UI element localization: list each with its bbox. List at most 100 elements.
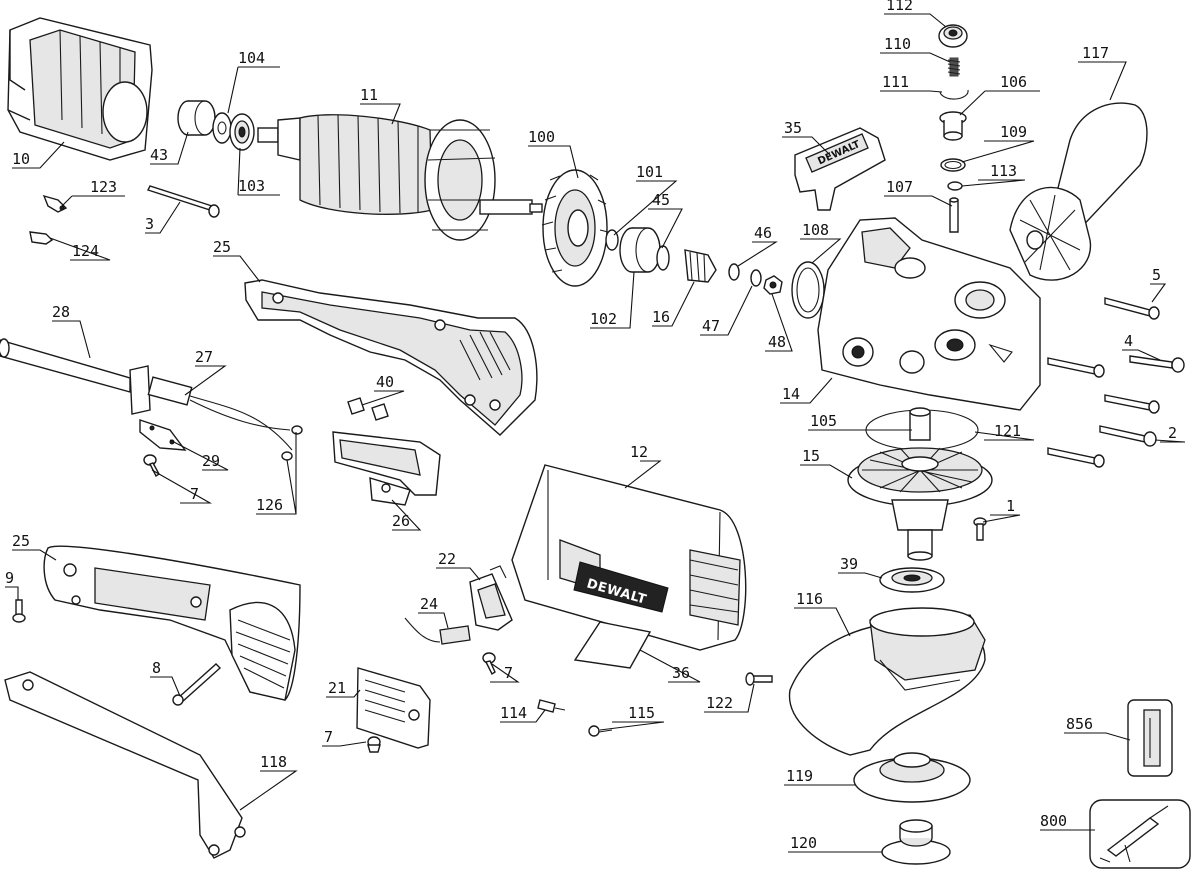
callout-1: 1 <box>1006 497 1015 515</box>
label-card-icon <box>1127 699 1173 777</box>
callout-103: 103 <box>238 177 265 195</box>
screw-icon <box>1104 394 1160 414</box>
callout-107: 107 <box>886 178 913 196</box>
callout-21: 21 <box>328 679 346 697</box>
washer-icon <box>212 112 232 144</box>
callout-105: 105 <box>810 412 837 430</box>
callout-24: 24 <box>420 595 438 613</box>
screw-icon <box>12 599 26 623</box>
callout-47: 47 <box>702 317 720 335</box>
callout-16: 16 <box>652 308 670 326</box>
callout-40: 40 <box>376 373 394 391</box>
wrench-icon <box>4 671 246 859</box>
callout-856: 856 <box>1066 715 1093 733</box>
screw-icon <box>537 699 566 713</box>
clamp-nut-icon <box>881 819 951 865</box>
callout-12: 12 <box>630 443 648 461</box>
callout-25-lower: 25 <box>12 532 30 550</box>
callout-121: 121 <box>994 422 1021 440</box>
ring-icon <box>947 181 963 191</box>
callout-9: 9 <box>5 569 14 587</box>
callout-119: 119 <box>786 767 813 785</box>
callout-800: 800 <box>1040 812 1067 830</box>
terminal-icon <box>42 194 68 213</box>
callout-7-plate: 7 <box>324 728 333 746</box>
callout-27: 27 <box>195 348 213 366</box>
brush-holder-icon <box>469 565 513 631</box>
bearing-icon <box>229 113 255 151</box>
callout-102: 102 <box>590 310 617 328</box>
callout-14: 14 <box>782 385 800 403</box>
bracket-icon: DEWALT <box>794 127 886 211</box>
power-cord-icon <box>0 338 303 461</box>
callout-100: 100 <box>528 128 555 146</box>
ring-icon <box>940 158 966 172</box>
retaining-ring-icon <box>939 89 969 100</box>
callout-10: 10 <box>12 150 30 168</box>
callout-2: 2 <box>1168 424 1177 442</box>
bearing-icon <box>177 100 216 136</box>
label-plate-icon <box>356 667 431 749</box>
callout-11: 11 <box>360 86 378 104</box>
callout-108: 108 <box>802 221 829 239</box>
nut-icon <box>763 275 783 295</box>
callout-120: 120 <box>790 834 817 852</box>
washer-icon <box>656 245 670 271</box>
callout-35: 35 <box>784 119 802 137</box>
lock-button-icon <box>938 24 968 48</box>
callout-116: 116 <box>796 590 823 608</box>
screw-icon <box>1129 355 1185 373</box>
bearing-icon <box>909 407 931 441</box>
callout-109: 109 <box>1000 123 1027 141</box>
callout-101: 101 <box>636 163 663 181</box>
handle-half-icon <box>244 279 538 436</box>
pin-icon <box>939 111 967 141</box>
callout-4: 4 <box>1124 332 1133 350</box>
screw-icon <box>367 736 381 753</box>
ring-icon <box>605 229 619 251</box>
pin-icon <box>949 197 959 233</box>
screw-icon <box>1047 357 1105 378</box>
callout-22: 22 <box>438 550 456 568</box>
motor-housing-icon: DEWALT <box>511 464 747 651</box>
backing-flange-icon <box>853 752 971 803</box>
brush-icon <box>404 617 471 645</box>
callout-112: 112 <box>886 0 913 14</box>
fan-icon <box>541 169 609 287</box>
washer-icon <box>750 269 762 287</box>
callout-124: 124 <box>72 242 99 260</box>
callout-15: 15 <box>802 447 820 465</box>
screw-icon <box>1099 425 1157 447</box>
callout-123: 123 <box>90 178 117 196</box>
callout-labels: 10 104 43 103 11 123 3 124 25 28 27 29 7… <box>5 0 1177 852</box>
screw-icon <box>973 517 987 541</box>
bearing-icon <box>619 227 661 273</box>
bearing-icon <box>879 567 945 593</box>
screw-icon <box>1104 297 1160 320</box>
spindle-gear-icon <box>847 447 993 561</box>
screw-icon <box>147 185 220 218</box>
callout-48: 48 <box>768 333 786 351</box>
callout-39: 39 <box>840 555 858 573</box>
nut-icon <box>347 397 389 421</box>
callout-106: 106 <box>1000 73 1027 91</box>
callout-122: 122 <box>706 694 733 712</box>
callout-104: 104 <box>238 49 265 67</box>
o-ring-icon <box>791 261 825 319</box>
callout-111: 111 <box>882 73 909 91</box>
screw-icon <box>482 652 496 676</box>
gear-icon <box>684 249 717 283</box>
callout-5: 5 <box>1152 266 1161 284</box>
callout-36: 36 <box>672 664 690 682</box>
callout-45: 45 <box>652 191 670 209</box>
callout-43: 43 <box>150 146 168 164</box>
callout-29: 29 <box>202 452 220 470</box>
armature-icon <box>257 114 543 241</box>
switch-icon <box>332 431 441 506</box>
service-kit-icon <box>1089 799 1191 869</box>
terminal-icon <box>29 231 54 245</box>
screw-icon <box>1047 447 1105 468</box>
field-coil-icon <box>7 17 153 161</box>
